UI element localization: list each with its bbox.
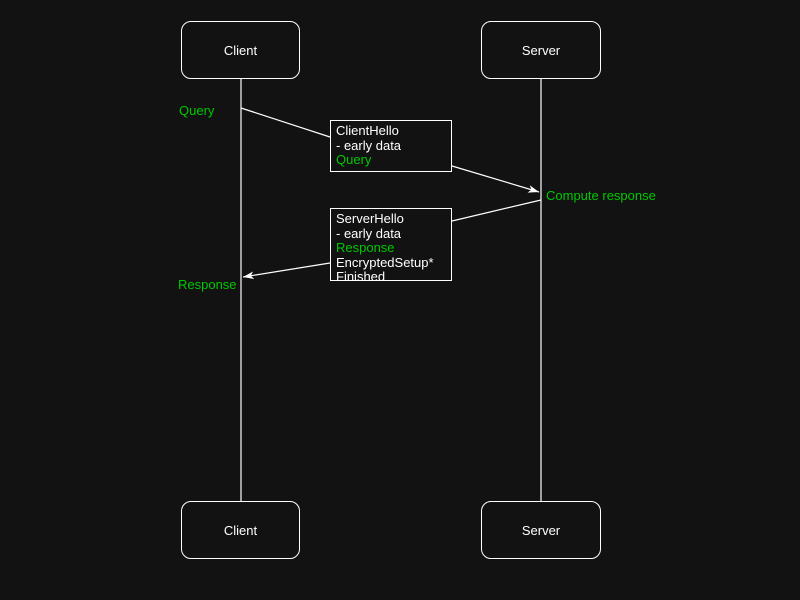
participant-box-server-top[interactable]: Server <box>481 21 601 79</box>
msg-query-out <box>240 107 331 138</box>
compute-response-label: Compute response <box>546 188 656 203</box>
msg-query-to-server <box>451 165 540 193</box>
server-hello-note-line-4: Finished <box>336 269 386 284</box>
server-hello-note-line-1: - early data <box>336 225 402 241</box>
participant-label-server-bottom: Server <box>521 522 561 538</box>
server-hello-note-line-0: ServerHello <box>336 211 404 226</box>
participant-box-client-top[interactable]: Client <box>181 21 300 79</box>
participant-label-client-top: Client <box>223 42 258 58</box>
lifelines-group <box>240 79 542 501</box>
msg-response-to-client <box>242 262 331 280</box>
client-hello-note-line-2: Query <box>336 152 372 167</box>
participant-label-client-bottom: Client <box>223 522 258 538</box>
participant-box-server-bottom[interactable]: Server <box>481 501 601 559</box>
server-hello-note-line-3: EncryptedSetup* <box>336 254 434 270</box>
server-hello-note-line-2: Response <box>336 240 395 255</box>
msg-response-from-server <box>451 199 542 222</box>
participant-label-server-top: Server <box>521 42 561 58</box>
client-hello-note-line-0: ClientHello <box>336 123 399 138</box>
response-label: Response <box>178 277 237 292</box>
message-arrows-group <box>240 107 542 280</box>
query-label: Query <box>179 103 215 118</box>
client-hello-note-line-1: - early data <box>336 137 402 153</box>
participant-box-client-bottom[interactable]: Client <box>181 501 300 559</box>
